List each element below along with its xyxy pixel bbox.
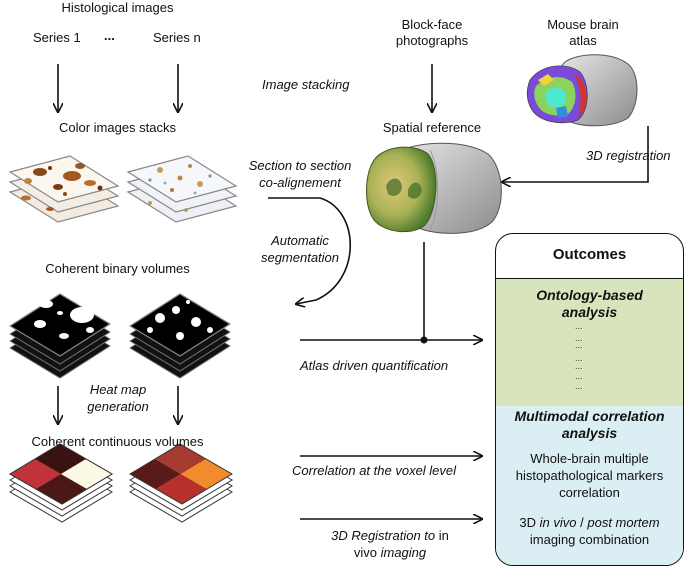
- heatmap-stack-right: [129, 443, 233, 523]
- automatic-label: Automatic: [271, 233, 329, 248]
- tree-dots-6: ...: [575, 371, 583, 381]
- heat-map-label-line1: Heat map: [89, 382, 147, 397]
- histological-images-label: Histological images: [61, 0, 174, 15]
- tree-dots-1: ...: [575, 321, 583, 331]
- color-stack-left: [8, 155, 120, 223]
- outcomes-title: Outcomes: [552, 246, 627, 263]
- series-1-label: Series 1: [33, 30, 81, 45]
- image-stacking-label: Image stacking: [262, 77, 350, 92]
- whole-brain-line3: correlation: [559, 485, 620, 500]
- registration-in-text: in: [438, 528, 449, 543]
- imaging-in-vivo-text: in vivo: [539, 515, 577, 530]
- left-arrows: [58, 64, 178, 424]
- atlas-driven-quantification-label: Atlas driven quantification: [300, 358, 449, 373]
- block-face-label-line2: photographs: [395, 33, 469, 48]
- whole-brain-line1: Whole-brain multiple: [530, 451, 649, 466]
- spatial-reference-brain-image: [366, 142, 502, 234]
- tree-dots-4: ...: [575, 353, 583, 363]
- imaging-combination-line1: 3D in vivo / post mortem: [496, 515, 683, 531]
- outcomes-box: Outcomes Ontology-based analysis ... ...…: [495, 233, 684, 566]
- co-alignement-label: co-alignement: [259, 175, 341, 190]
- color-stack-right: [126, 155, 238, 223]
- tree-dots-3: ...: [575, 340, 583, 350]
- tree-dots-2: ...: [575, 333, 583, 343]
- registration-vivo-text: vivo: [353, 545, 377, 560]
- imaging-slash-text: /: [580, 515, 584, 530]
- registration-imaging-text: imaging: [380, 545, 427, 560]
- color-images-stacks-label: Color images stacks: [58, 120, 177, 135]
- tree-dots-7: ...: [575, 381, 583, 391]
- registration-in-vivo-label-line2: vivo imaging: [300, 545, 480, 561]
- segmentation-label: segmentation: [260, 250, 340, 265]
- section-to-section-label: Section to section: [248, 158, 352, 173]
- spatial-reference-label: Spatial reference: [382, 120, 482, 135]
- imaging-3d-text: 3D: [519, 515, 536, 530]
- heat-map-label-line2: generation: [87, 399, 149, 414]
- mouse-brain-atlas-image: [526, 54, 638, 127]
- top-right-arrows: [432, 64, 649, 182]
- multimodal-title-line2: analysis: [561, 425, 618, 441]
- coherent-continuous-volumes-label: Coherent continuous volumes: [31, 434, 204, 449]
- coherent-binary-volumes-label: Coherent binary volumes: [45, 261, 190, 276]
- mouse-brain-atlas-label-line2: atlas: [569, 33, 597, 48]
- ontology-title-line1: Ontology-based: [536, 287, 643, 303]
- middle-arrows: [268, 197, 482, 519]
- tree-dots-5: ...: [575, 361, 583, 371]
- series-n-label: Series n: [153, 30, 201, 45]
- multimodal-title-line1: Multimodal correlation: [514, 408, 665, 424]
- ontology-analysis-panel: Ontology-based analysis ... ... ... ... …: [496, 278, 683, 407]
- binary-stack-right: [128, 293, 232, 379]
- imaging-combination-line2: imaging combination: [529, 532, 650, 547]
- mouse-brain-atlas-label-line1: Mouse brain: [547, 17, 619, 32]
- registration-in-vivo-label-line1: 3D Registration to in: [300, 528, 480, 544]
- registration-text: 3D Registration to: [331, 528, 436, 543]
- imaging-post-mortem-text: post mortem: [587, 515, 660, 530]
- 3d-registration-label: 3D registration: [586, 148, 671, 163]
- binary-stack-left: [8, 293, 112, 379]
- correlation-voxel-label: Correlation at the voxel level: [292, 463, 457, 478]
- block-face-label-line1: Block-face: [401, 17, 463, 32]
- heatmap-stack-left: [9, 443, 113, 523]
- multimodal-correlation-panel: Multimodal correlation analysis Whole-br…: [496, 406, 683, 565]
- ontology-title-line2: analysis: [561, 304, 618, 320]
- whole-brain-line2: histopathological markers: [515, 468, 664, 483]
- series-ellipsis: ...: [104, 28, 115, 43]
